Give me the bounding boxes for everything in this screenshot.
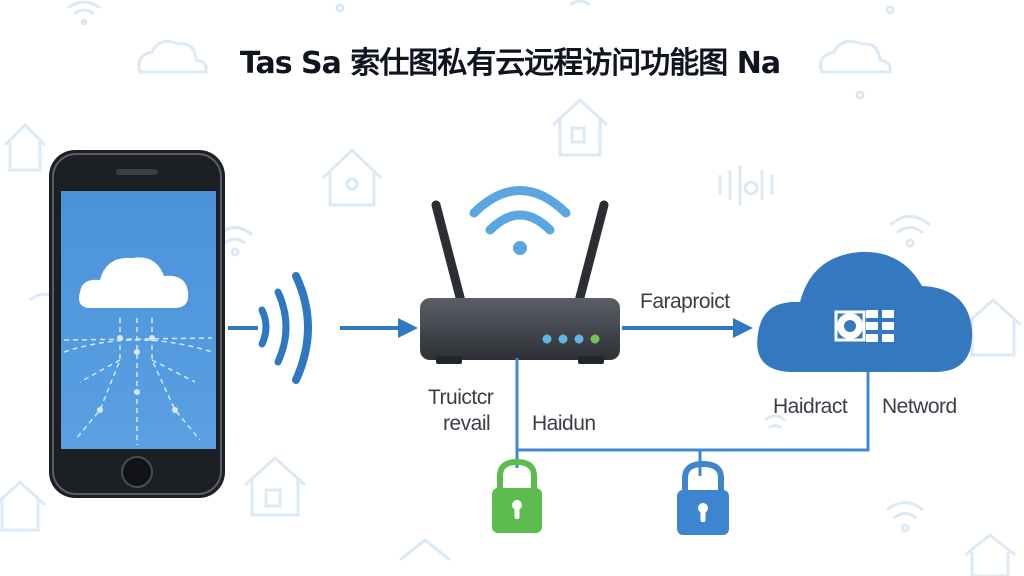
screen-network-nodes [97,335,178,413]
wifi-icon [569,0,591,7]
screen-cloud-icon [79,257,189,308]
house-icon [551,97,609,157]
house-icon [3,122,47,172]
house-icon [964,297,1022,357]
router-antenna-right [573,200,609,310]
house-icon [399,538,451,562]
house-icon [321,147,383,207]
wifi-icon [67,0,101,26]
arrow-router-to-cloud [622,318,753,338]
router-antenna-left [431,200,467,310]
cloud-outline-icon [137,39,208,74]
router-icon [420,186,620,364]
house-icon [0,479,47,532]
cloud-outline-icon [819,39,892,74]
cloud-right-label: Netword [882,395,957,418]
smartphone-icon [49,150,225,498]
house-icon [964,533,1016,576]
wireless-signal-icon [258,272,312,384]
wifi-icon [889,215,931,248]
signal-bars-icon [718,165,774,205]
router-body [420,298,620,360]
lock-icon [492,458,542,533]
wifi-icon [886,501,924,533]
cloud-storage-symbol [834,310,894,342]
lock-icon [677,460,729,535]
arrow-top-label: Faraproict [640,290,730,313]
router-wifi-waves [469,186,571,255]
wifi-icon [764,414,786,430]
phone-speaker [116,169,158,175]
router-bottom-label: Haidun [532,412,596,435]
router-left-label-line2: revail [443,412,491,435]
cloud-icon [757,251,973,372]
phone-home-button [121,456,153,488]
house-icon [243,455,307,517]
phone-screen [61,191,216,449]
page-title: Tas Sa 索仕图私有云远程访问功能图 Na [239,46,781,81]
dot-icon [335,3,895,100]
router-status-leds [542,334,600,344]
router-left-label-line1: Truictcr [428,386,494,409]
cloud-left-label: Haidract [773,395,848,418]
arrow-phone-to-router [228,318,418,338]
